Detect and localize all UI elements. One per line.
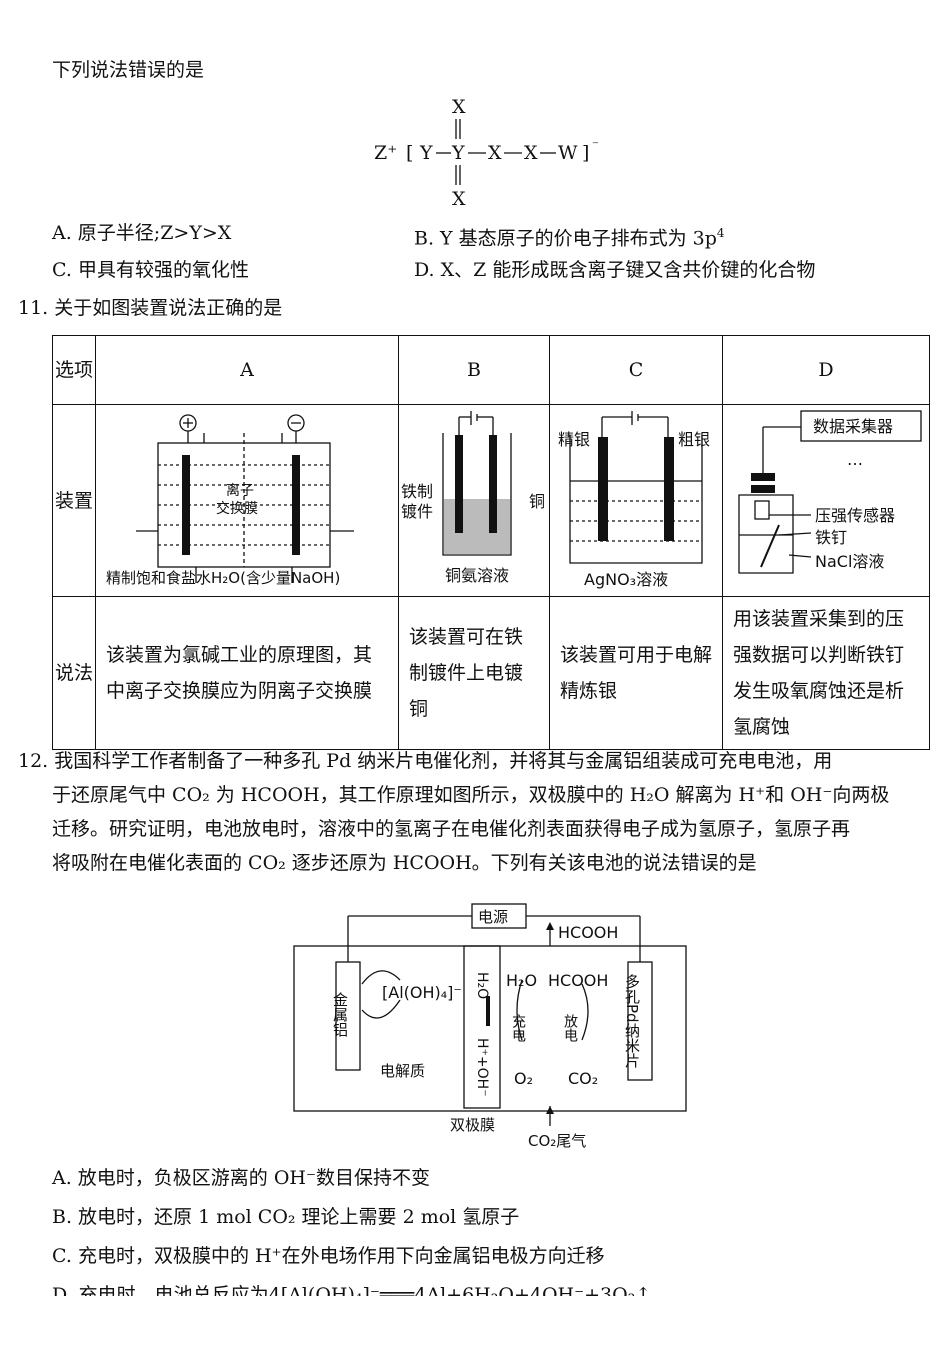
device-a-solution: 精制饱和食盐水H₂O(含少量NaOH) <box>106 569 340 587</box>
device-d-sensor: 压强传感器 <box>815 506 895 525</box>
q10-option-a: A. 原子半径;Z>Y>X <box>52 222 232 244</box>
device-d-nail: 铁钉 <box>815 528 847 547</box>
fig-discharge: 放电 <box>562 1014 578 1042</box>
header-col-d: D <box>722 335 930 405</box>
device-b-left-2: 镀件 <box>401 502 433 521</box>
q10-option-b: B. Y 基态原子的价电子排布式为 3p4 <box>414 226 725 250</box>
device-a-membrane-1: 离子 <box>226 482 254 499</box>
desc-c: 该装置可用于电解精炼银 <box>549 596 723 750</box>
device-c-solution: AgNO₃溶液 <box>584 570 668 589</box>
fig-hcooh: HCOOH <box>548 971 608 990</box>
fig-membrane-label: 双极膜 <box>450 1116 495 1134</box>
struct-cation: Z⁺ <box>374 142 397 164</box>
fig-o2: O₂ <box>514 1069 533 1088</box>
device-b-diagram: 铁制 镀件 铜 铜氨溶液 <box>398 404 550 597</box>
device-d-solution: NaCl溶液 <box>815 552 884 571</box>
q10-option-d: D. X、Z 能形成既含离子键又含共价键的化合物 <box>414 259 816 281</box>
struct-y2: Y <box>451 142 465 164</box>
struct-rbracket: ] <box>582 142 589 164</box>
fig-hcooh-out: HCOOH <box>558 923 618 942</box>
fig-al-ion: [Al(OH)₄]⁻ <box>382 983 462 1002</box>
struct-x2: X <box>524 142 538 164</box>
desc-row-label: 说法 <box>52 596 96 750</box>
header-row-label: 选项 <box>52 335 96 405</box>
struct-lbracket: [ <box>406 142 413 164</box>
fig-membrane-top: H₂O <box>474 972 490 999</box>
fig-charge: 充电 <box>510 1014 526 1042</box>
desc-d: 用该装置采集到的压强数据可以判断铁钉发生吸氧腐蚀还是析氢腐蚀 <box>722 596 930 750</box>
fig-h2o: H₂O <box>506 971 537 990</box>
device-b-right: 铜 <box>529 492 545 511</box>
q12-stem-line-1: 12. 我国科学工作者制备了一种多孔 Pd 纳米片电催化剂，并将其与金属铝组装成… <box>18 750 833 772</box>
q12-stem-line-3: 迁移。研究证明，电池放电时，溶液中的氢离子在电催化剂表面获得电子成为氢原子，氢原… <box>52 818 851 840</box>
desc-a: 该装置为氯碱工业的原理图，其中离子交换膜应为阴离子交换膜 <box>95 596 399 750</box>
device-c-right: 粗银 <box>678 430 710 449</box>
q12-figure: 电源 HCOOH 金属铝 [Al(OH)₄]⁻ 电解质 H₂O H⁺+OH⁻ 双… <box>293 903 687 1150</box>
q11-table: 选项 A B C D 装置 <box>52 335 930 750</box>
fig-right-electrode: 多孔Pd纳米片 <box>623 974 641 1068</box>
q11-prompt: 11. 关于如图装置说法正确的是 <box>18 297 283 319</box>
device-a-diagram: + 离子 交换膜 精制饱和食盐水H₂O(含少量NaOH) <box>95 404 399 597</box>
device-c-diagram: 精银 粗银 AgNO₃溶液 <box>549 404 723 597</box>
device-c-left: 精银 <box>558 430 590 449</box>
fig-electrolyte: 电解质 <box>380 1062 425 1080</box>
q12-stem-line-2: 于还原尾气中 CO₂ 为 HCOOH，其工作原理如图所示，双极膜中的 H₂O 解… <box>52 784 890 806</box>
struct-w: W <box>558 142 578 164</box>
q12-stem-line-4: 将吸附在电催化表面的 CO₂ 逐步还原为 HCOOH。下列有关该电池的说法错误的… <box>52 852 757 874</box>
struct-y1: Y <box>419 142 433 164</box>
device-row-label: 装置 <box>52 404 96 597</box>
struct-x1: X <box>488 142 502 164</box>
desc-b: 该装置可在铁制镀件上电镀铜 <box>398 596 550 750</box>
device-d-dots: … <box>847 450 863 469</box>
q12-option-c: C. 充电时，双极膜中的 H⁺在外电场作用下向金属铝电极方向迁移 <box>52 1245 605 1267</box>
fig-co2-in: CO₂尾气 <box>528 1132 586 1150</box>
device-d-collector: 数据采集器 <box>813 417 893 436</box>
device-d-diagram: 数据采集器 … 压强传感器 铁钉 NaCl溶液 <box>722 404 930 597</box>
header-col-c: C <box>549 335 723 405</box>
q10-option-c: C. 甲具有较强的氧化性 <box>52 259 249 281</box>
q12-stem: 12. 我国科学工作者制备了一种多孔 Pd 纳米片电催化剂，并将其与金属铝组装成… <box>18 744 932 880</box>
struct-top-atom: X <box>452 96 466 118</box>
device-b-solution: 铜氨溶液 <box>445 566 509 585</box>
device-a-membrane-2: 交换膜 <box>216 500 258 517</box>
struct-anion-charge: ⁻ <box>592 138 599 153</box>
q12-option-a: A. 放电时，负极区游离的 OH⁻数目保持不变 <box>52 1167 431 1189</box>
fig-membrane-mid: H⁺+OH⁻ <box>474 1038 490 1097</box>
struct-bottom-atom: X <box>452 188 466 210</box>
fig-left-electrode: 金属铝 <box>331 992 349 1037</box>
structure-formula: X X Z⁺ [ Y Y X X W ] ⁻ <box>374 96 599 210</box>
q12-option-b: B. 放电时，还原 1 mol CO₂ 理论上需要 2 mol 氢原子 <box>52 1206 520 1228</box>
fig-power: 电源 <box>478 908 508 926</box>
device-b-left-1: 铁制 <box>401 482 433 501</box>
fig-co2: CO₂ <box>568 1069 598 1088</box>
page-cutoff <box>0 1296 950 1369</box>
header-col-a: A <box>95 335 399 405</box>
header-col-b: B <box>398 335 550 405</box>
q10-prompt: 下列说法错误的是 <box>52 59 205 81</box>
